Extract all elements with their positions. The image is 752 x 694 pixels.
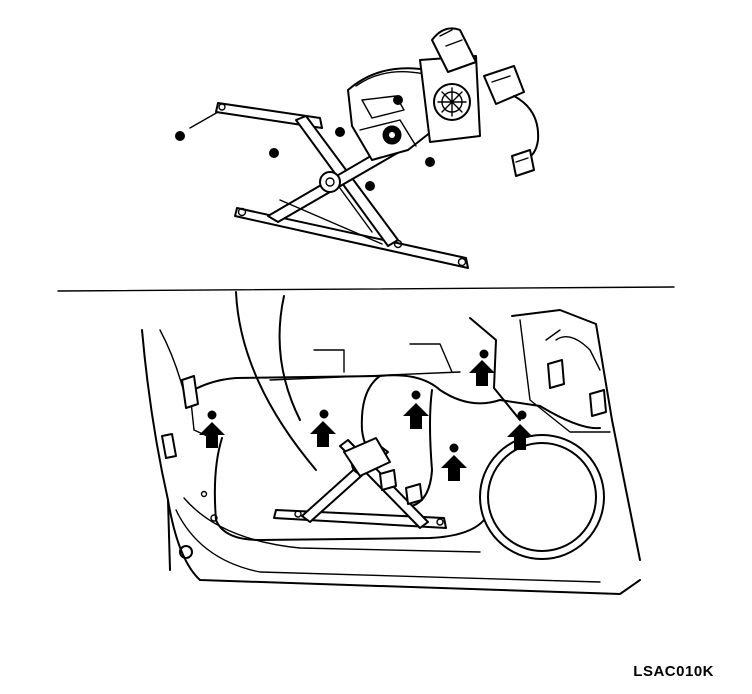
up-arrow-icon — [507, 424, 533, 450]
up-arrow-icon — [199, 360, 533, 481]
up-arrow-icon — [403, 403, 429, 429]
up-arrow-icon — [469, 360, 495, 386]
figure-reference-code: LSAC010K — [633, 663, 714, 680]
bolt-icon — [207, 349, 527, 453]
regulator-assembly — [175, 27, 540, 269]
regulator-motor — [419, 27, 540, 177]
speaker-opening — [479, 434, 605, 560]
sector-gear — [347, 67, 437, 161]
wiring-harness — [161, 329, 607, 541]
door-panel — [57, 286, 675, 595]
bolt-icon — [175, 95, 435, 191]
installed-regulator — [273, 437, 447, 529]
up-arrow-icon — [441, 455, 467, 481]
up-arrow-icon — [310, 421, 336, 447]
up-arrow-icon — [199, 422, 225, 448]
